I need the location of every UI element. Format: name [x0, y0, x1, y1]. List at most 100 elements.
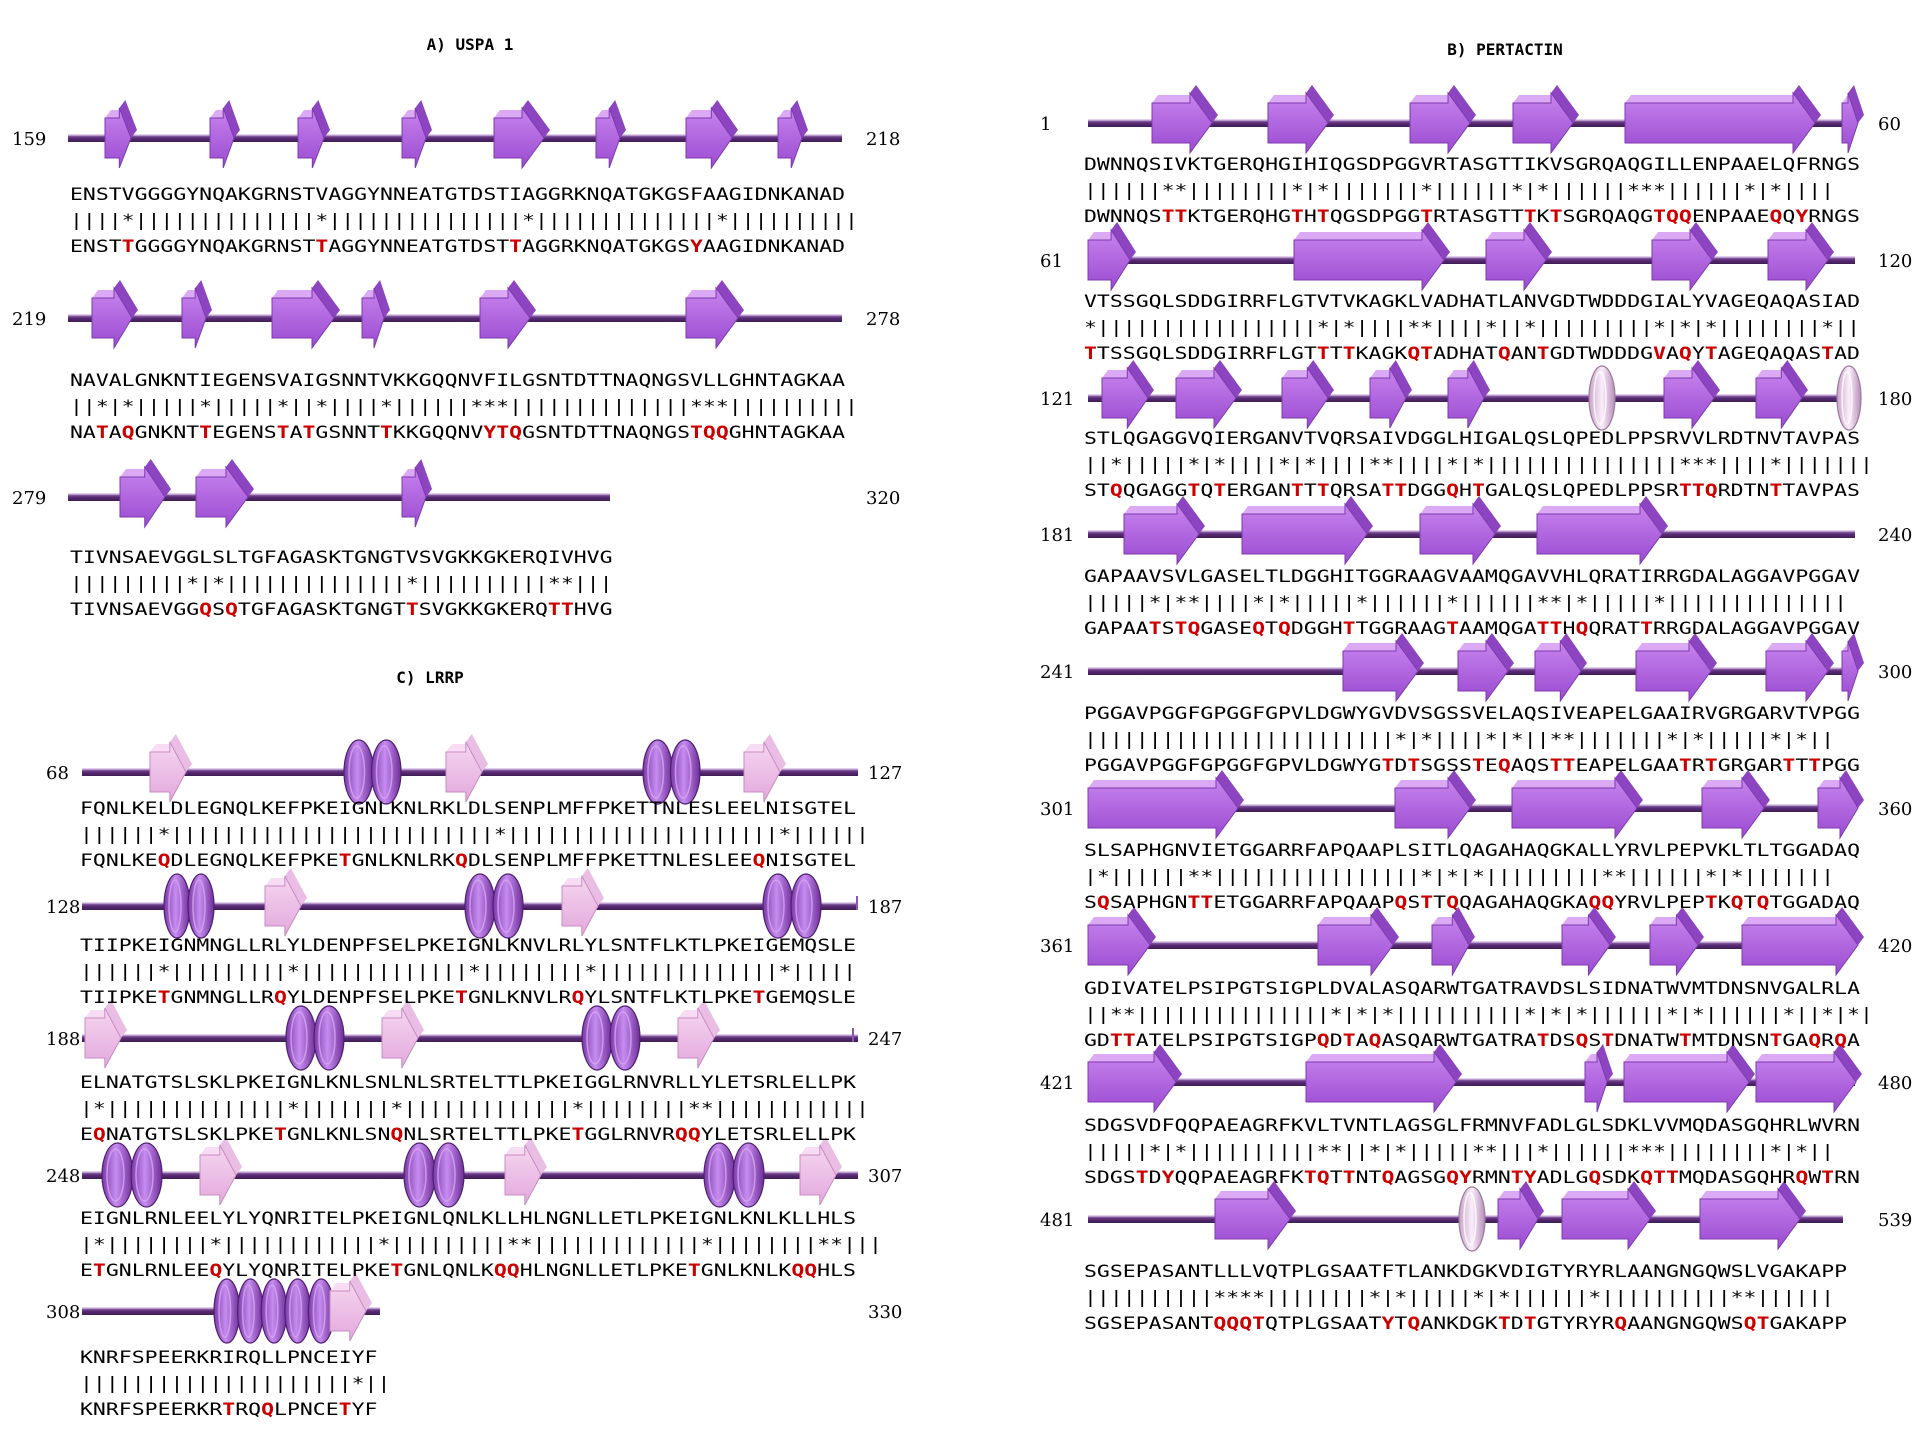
residue-end-number: 307 — [868, 1166, 902, 1187]
beta-strand-arrow — [561, 868, 604, 937]
residue-end-number: 330 — [868, 1302, 902, 1323]
beta-strand-arrow — [149, 734, 192, 803]
beta-strand-arrow — [1512, 85, 1579, 155]
beta-strand-arrow — [1561, 1181, 1656, 1251]
panel-title-lrrp: C) LRRP — [396, 668, 463, 687]
alpha-helix — [285, 1005, 345, 1071]
beta-strand-arrow — [1841, 633, 1864, 702]
beta-strand-arrow — [1241, 496, 1373, 566]
ss-track-uspa1-3 — [68, 459, 610, 529]
residue-start-number: 301 — [1040, 799, 1074, 820]
alignment-match-line: ||||||*|||||||||||||||||||||||||*|||||||… — [80, 825, 869, 844]
residue-start-number: 308 — [46, 1302, 80, 1323]
alpha-helix — [343, 739, 402, 805]
alpha-helix — [581, 1005, 641, 1071]
ss-track-lrrp-3 — [82, 1000, 858, 1071]
alignment-match-line: ||||*||||||||||||||*|||||||||||||||*||||… — [70, 211, 858, 230]
beta-strand-arrow — [1457, 633, 1514, 703]
residue-end-number: 240 — [1878, 525, 1912, 546]
alignment-match-line: |||||||||*|*||||||||||||||*||||||||||**|… — [70, 574, 613, 593]
alignment-match-line: |||||*|*||||||||||**||*|*|||||**|||*||||… — [1084, 1142, 1834, 1161]
beta-strand-arrow — [677, 1000, 720, 1069]
ss-track-pertactin-2 — [1087, 222, 1855, 292]
alignment-match-line: |*||||||**||||||||||||||||*|*|*|||||||||… — [1084, 867, 1834, 886]
wild-type-sequence: VTSSGQLSDDGIRRFLGTVTVKAGKLVADHATLANVGDTW… — [1084, 292, 1860, 311]
alignment-match-line: |*||||||||||||||*|||||||*|||||||||||||*|… — [80, 1099, 869, 1118]
beta-strand-arrow — [1151, 85, 1218, 155]
beta-strand-arrow — [181, 280, 212, 349]
beta-strand-arrow — [1651, 222, 1718, 292]
alpha-helix — [213, 1278, 335, 1344]
beta-strand-arrow — [1536, 496, 1668, 566]
beta-strand-arrow — [1701, 770, 1770, 840]
wild-type-sequence: DWNNQSIVKTGERQHGIHIQGSDPGGVRTASGTTIKVSGR… — [1084, 155, 1860, 174]
residue-start-number: 279 — [12, 488, 46, 509]
ss-track-pertactin-4 — [1088, 496, 1855, 566]
beta-strand-arrow — [119, 459, 171, 529]
alpha-helix — [1458, 1186, 1486, 1252]
beta-strand-arrow — [1101, 360, 1154, 430]
beta-strand-arrow — [264, 868, 307, 937]
beta-strand-arrow — [1267, 85, 1334, 155]
beta-strand-arrow — [329, 1273, 372, 1342]
residue-end-number: 420 — [1878, 936, 1912, 957]
beta-strand-arrow — [1765, 633, 1834, 703]
ss-track-pertactin-5 — [1088, 633, 1864, 703]
residue-start-number: 219 — [12, 309, 46, 330]
wild-type-sequence: SDGSVDFQQPAEAGRFKVLTVNTLAGSGLFRMNVFADLGL… — [1084, 1116, 1860, 1135]
residue-end-number: 480 — [1878, 1073, 1912, 1094]
beta-strand-arrow — [1087, 770, 1244, 840]
beta-strand-arrow — [84, 1000, 127, 1069]
ss-track-uspa1-2 — [68, 280, 842, 350]
residue-start-number: 61 — [1040, 251, 1063, 272]
wild-type-sequence: NAVALGNKNTIEGENSVAIGSNNTVKKGQQNVFILGSNTD… — [70, 371, 845, 390]
beta-strand-arrow — [1175, 360, 1242, 430]
beta-strand-arrow — [1767, 222, 1834, 292]
alignment-match-line: |*||||||||*||||||||||||*|||||||||**|||||… — [80, 1235, 882, 1254]
ss-track-pertactin-3 — [1088, 360, 1862, 431]
ss-track-lrrp-5 — [82, 1273, 380, 1344]
beta-strand-arrow — [1485, 222, 1552, 292]
ss-track-pertactin-8 — [1087, 1044, 1862, 1114]
wild-type-sequence: TIIPKEIGNMNGLLRLYLDENPFSELPKEIGNLKNVLRLY… — [80, 936, 856, 955]
alpha-helix — [163, 873, 215, 939]
beta-strand-arrow — [685, 100, 738, 170]
wild-type-sequence: SGSEPASANTLLLVQTPLGSAATFTLANKDGKVDIGTYRY… — [1084, 1262, 1847, 1281]
beta-strand-arrow — [1755, 1044, 1862, 1114]
beta-strand-arrow — [1305, 1044, 1462, 1114]
ss-track-pertactin-1 — [1088, 85, 1864, 155]
wild-type-sequence: GDIVATELPSIPGTSIGPLDVALASQARWTGATRAVDSLS… — [1084, 979, 1860, 998]
beta-strand-arrow — [743, 734, 786, 803]
wild-type-sequence: STLQGAGGVQIERGANVTVQRSAIVDGGLHIGALQSLQPE… — [1084, 429, 1860, 448]
beta-strand-arrow — [271, 280, 340, 350]
beta-strand-arrow — [1817, 770, 1864, 840]
alignment-match-line: ||||||*|||||||||*|||||||||||||*||||||||*… — [80, 962, 856, 981]
ss-track-pertactin-9 — [1088, 1181, 1843, 1252]
beta-strand-arrow — [685, 280, 744, 350]
alignment-match-line: |||||||||||||||||||||*|| — [80, 1374, 390, 1393]
wild-type-sequence: FQNLKELDLEGNQLKEFPKEIGNLKNLRKLDLSENPLMFF… — [80, 799, 856, 818]
alignment-match-line: ||*|||||*|*||||*|*||||**||||*|*|||||||||… — [1084, 455, 1873, 474]
panel-title-uspa1: A) USPA 1 — [427, 35, 514, 54]
beta-strand-arrow — [1087, 907, 1156, 977]
beta-strand-arrow — [104, 100, 137, 169]
alignment-match-line: ||**|||||||||||||||*|*|*||||||||||*|*|*|… — [1084, 1005, 1873, 1024]
residue-start-number: 128 — [46, 897, 80, 918]
beta-strand-arrow — [401, 100, 432, 169]
ss-track-pertactin-6 — [1087, 770, 1864, 840]
beta-strand-arrow — [1699, 1181, 1806, 1251]
alignment-match-line: ||||||||||||||||||||||||*|*||||*|*||**||… — [1084, 730, 1834, 749]
beta-strand-arrow — [1534, 633, 1587, 703]
residue-start-number: 241 — [1040, 662, 1074, 683]
